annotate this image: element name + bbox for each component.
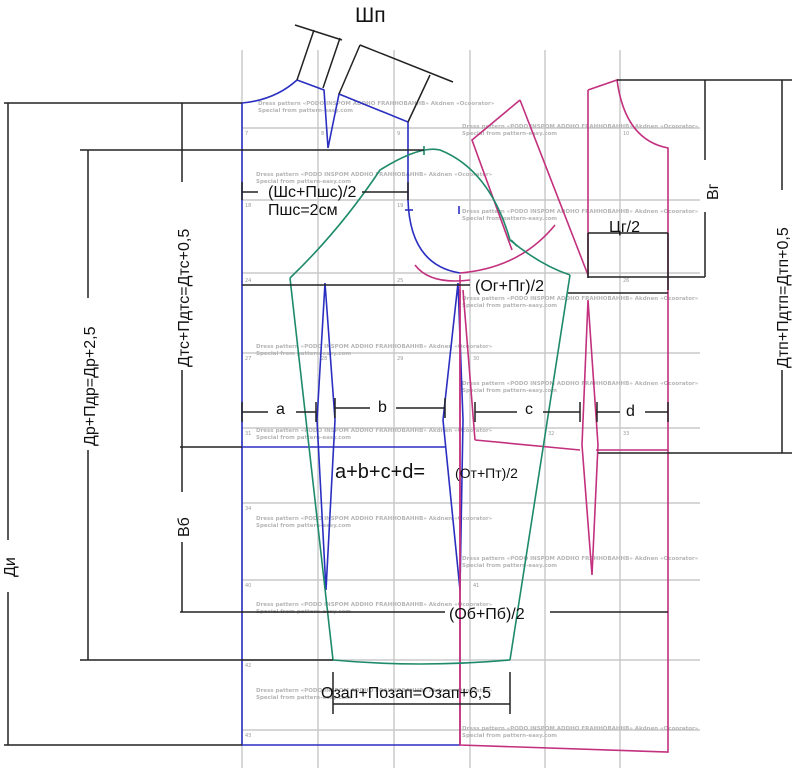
grid-number: 43 — [245, 733, 251, 739]
label-hip-line: (Об+Пб)/2 — [449, 606, 525, 623]
grid-number: 24 — [245, 278, 251, 284]
back-waist-dart-1 — [316, 282, 336, 591]
back-waist-length-dim — [180, 103, 242, 448]
label-product-length: Ди — [2, 557, 19, 577]
label-wrist: Озап+Позап=Озап+6,5 — [321, 685, 491, 702]
hip-depth-dim — [180, 447, 668, 613]
label-back-waist-length: Дтс+Пдтс=Дтс+0,5 — [176, 229, 193, 367]
watermark-text: Dress pattern «PODO INSPOM ADDHO FRAHHOB… — [462, 209, 699, 215]
watermark-text: Special from pattern-easy.com — [462, 388, 557, 394]
waist-segment-c — [474, 402, 581, 422]
grid-number: 26 — [623, 278, 629, 284]
watermark-text: Special from pattern-easy.com — [258, 108, 353, 114]
watermark-text: Special from pattern-easy.com — [256, 179, 351, 185]
grid-number: 19 — [397, 203, 403, 209]
background-grid — [241, 50, 700, 768]
dimension-lines — [4, 24, 792, 746]
label-waist-a: a — [276, 401, 285, 418]
sleeve-length-dim — [80, 149, 424, 661]
grid-number: 30 — [473, 356, 479, 362]
grid-number: 7 — [245, 131, 248, 137]
label-front-waist-length: Дтп+Пдтп=Дтп+0,5 — [775, 227, 792, 368]
front-neckline — [459, 78, 669, 753]
label-back-width: (Шс+Пшс)/2 — [268, 184, 356, 201]
back-armhole — [407, 199, 461, 274]
watermark-text: Dress pattern «PODO INSPOM ADDHO FRAHHOB… — [256, 516, 493, 522]
sleeve-notch — [510, 239, 518, 247]
label-waist-formula: a+b+c+d= — [335, 461, 425, 483]
watermark-text: Dress pattern «PODO INSPOM ADDHO FRAHHOB… — [256, 688, 493, 694]
front-waist-dart — [581, 299, 599, 576]
watermark-text: Dress pattern «PODO INSPOM ADDHO FRAHHOB… — [462, 381, 699, 387]
watermark-text: Dress pattern «PODO INSPOM ADDHO FRAHHOB… — [256, 344, 493, 350]
grid-number: 25 — [397, 278, 403, 284]
watermark-text: Special from pattern-easy.com — [256, 351, 351, 357]
waist-segment-d — [596, 402, 669, 422]
wrist-dim — [332, 672, 511, 714]
grid-number: 32 — [548, 431, 554, 437]
grid-number: 42 — [245, 663, 251, 669]
watermark-text: Special from pattern-easy.com — [462, 303, 557, 309]
chest-depth-dim — [588, 79, 792, 278]
grid-number: 27 — [245, 356, 251, 362]
grid-number: 31 — [245, 431, 251, 437]
grid-number: 29 — [397, 356, 403, 362]
waist-segment-a — [241, 402, 317, 422]
watermark-text: Special from pattern-easy.com — [256, 523, 351, 529]
grid-number: 33 — [623, 431, 629, 437]
watermark-text: Dress pattern «PODO INSPOM ADDHO FRAHHOB… — [256, 602, 493, 608]
shoulder-width-dim — [294, 24, 454, 123]
front-side-seam — [462, 289, 668, 451]
label-hip-depth: Вб — [176, 517, 193, 537]
label-shoulder-width: Шп — [355, 4, 386, 27]
grid-number: 40 — [245, 583, 251, 589]
grid-number: 18 — [245, 203, 251, 209]
watermark-text: Special from pattern-easy.com — [462, 733, 557, 739]
watermark-text: Special from pattern-easy.com — [256, 695, 351, 701]
label-chest-depth: Вг — [705, 183, 722, 200]
watermark-text: Dress pattern «PODO INSPOM ADDHO FRAHHOB… — [462, 296, 699, 302]
watermark-text: Dress pattern «PODO INSPOM ADDHO FRAHHOB… — [256, 428, 493, 434]
watermark-text: Dress pattern «PODO INSPOM ADDHO FRAHHOB… — [462, 556, 699, 562]
watermark-text: Dress pattern «PODO INSPOM ADDHO FRAHHOB… — [462, 124, 699, 130]
front-armhole — [414, 224, 556, 282]
label-waist-b: b — [378, 399, 387, 416]
product-length-dim — [4, 102, 242, 746]
watermark-text: Special from pattern-easy.com — [256, 435, 351, 441]
watermark-text: Dress pattern «PODO INSPOM ADDHO FRAHHOB… — [462, 726, 699, 732]
label-waist-d: d — [626, 403, 635, 420]
grid-number: 10 — [623, 131, 629, 137]
back-shoulder-line — [296, 79, 409, 200]
label-armhole-width: Цг/2 — [609, 219, 640, 236]
label-sleeve-length: Др+Пдр=Др+2,5 — [82, 326, 99, 446]
sleeve-right-seam — [509, 274, 571, 661]
sleeve-piece — [289, 146, 571, 665]
watermark-text: Special from pattern-easy.com — [462, 563, 557, 569]
watermark-text: Dress pattern «PODO INSPOM ADDHO FRAHHOB… — [258, 101, 495, 107]
sleeve-hem — [332, 659, 511, 665]
armhole-width-dim — [587, 232, 669, 290]
sleeve-cap — [289, 148, 571, 279]
watermarks: Dress pattern «PODO INSPOM ADDHO FRAHHOB… — [256, 101, 699, 739]
back-width-dim — [241, 182, 409, 200]
watermark-text: Dress pattern «PODO INSPOM ADDHO FRAHHOB… — [256, 172, 493, 178]
grid-number: 28 — [321, 356, 327, 362]
sleeve-left-seam — [289, 277, 334, 661]
grid-number: 34 — [245, 506, 251, 512]
grid-number: 41 — [473, 583, 479, 589]
watermark-text: Special from pattern-easy.com — [462, 216, 557, 222]
front-shoulder-dart — [471, 99, 589, 276]
grid-number: 9 — [397, 131, 400, 137]
grid-numbers: 7 8 9 10 18 19 24 25 26 27 28 29 30 31 3… — [245, 131, 629, 739]
label-waist-formula-tail: (От+Пт)/2 — [455, 465, 518, 481]
waist-segment-b — [334, 398, 446, 418]
grid-number: 8 — [321, 131, 324, 137]
label-chest-line: (Ог+Пг)/2 — [475, 278, 544, 295]
front-piece — [414, 78, 669, 753]
label-back-ease: Пшс=2см — [268, 202, 338, 219]
watermark-text: Special from pattern-easy.com — [462, 131, 557, 137]
label-waist-c: c — [525, 401, 533, 418]
chest-line-dim — [242, 284, 668, 294]
labels: Шп (Шс+Пшс)/2 Пшс=2см Цг/2 (Ог+Пг)/2 a b… — [2, 4, 792, 702]
